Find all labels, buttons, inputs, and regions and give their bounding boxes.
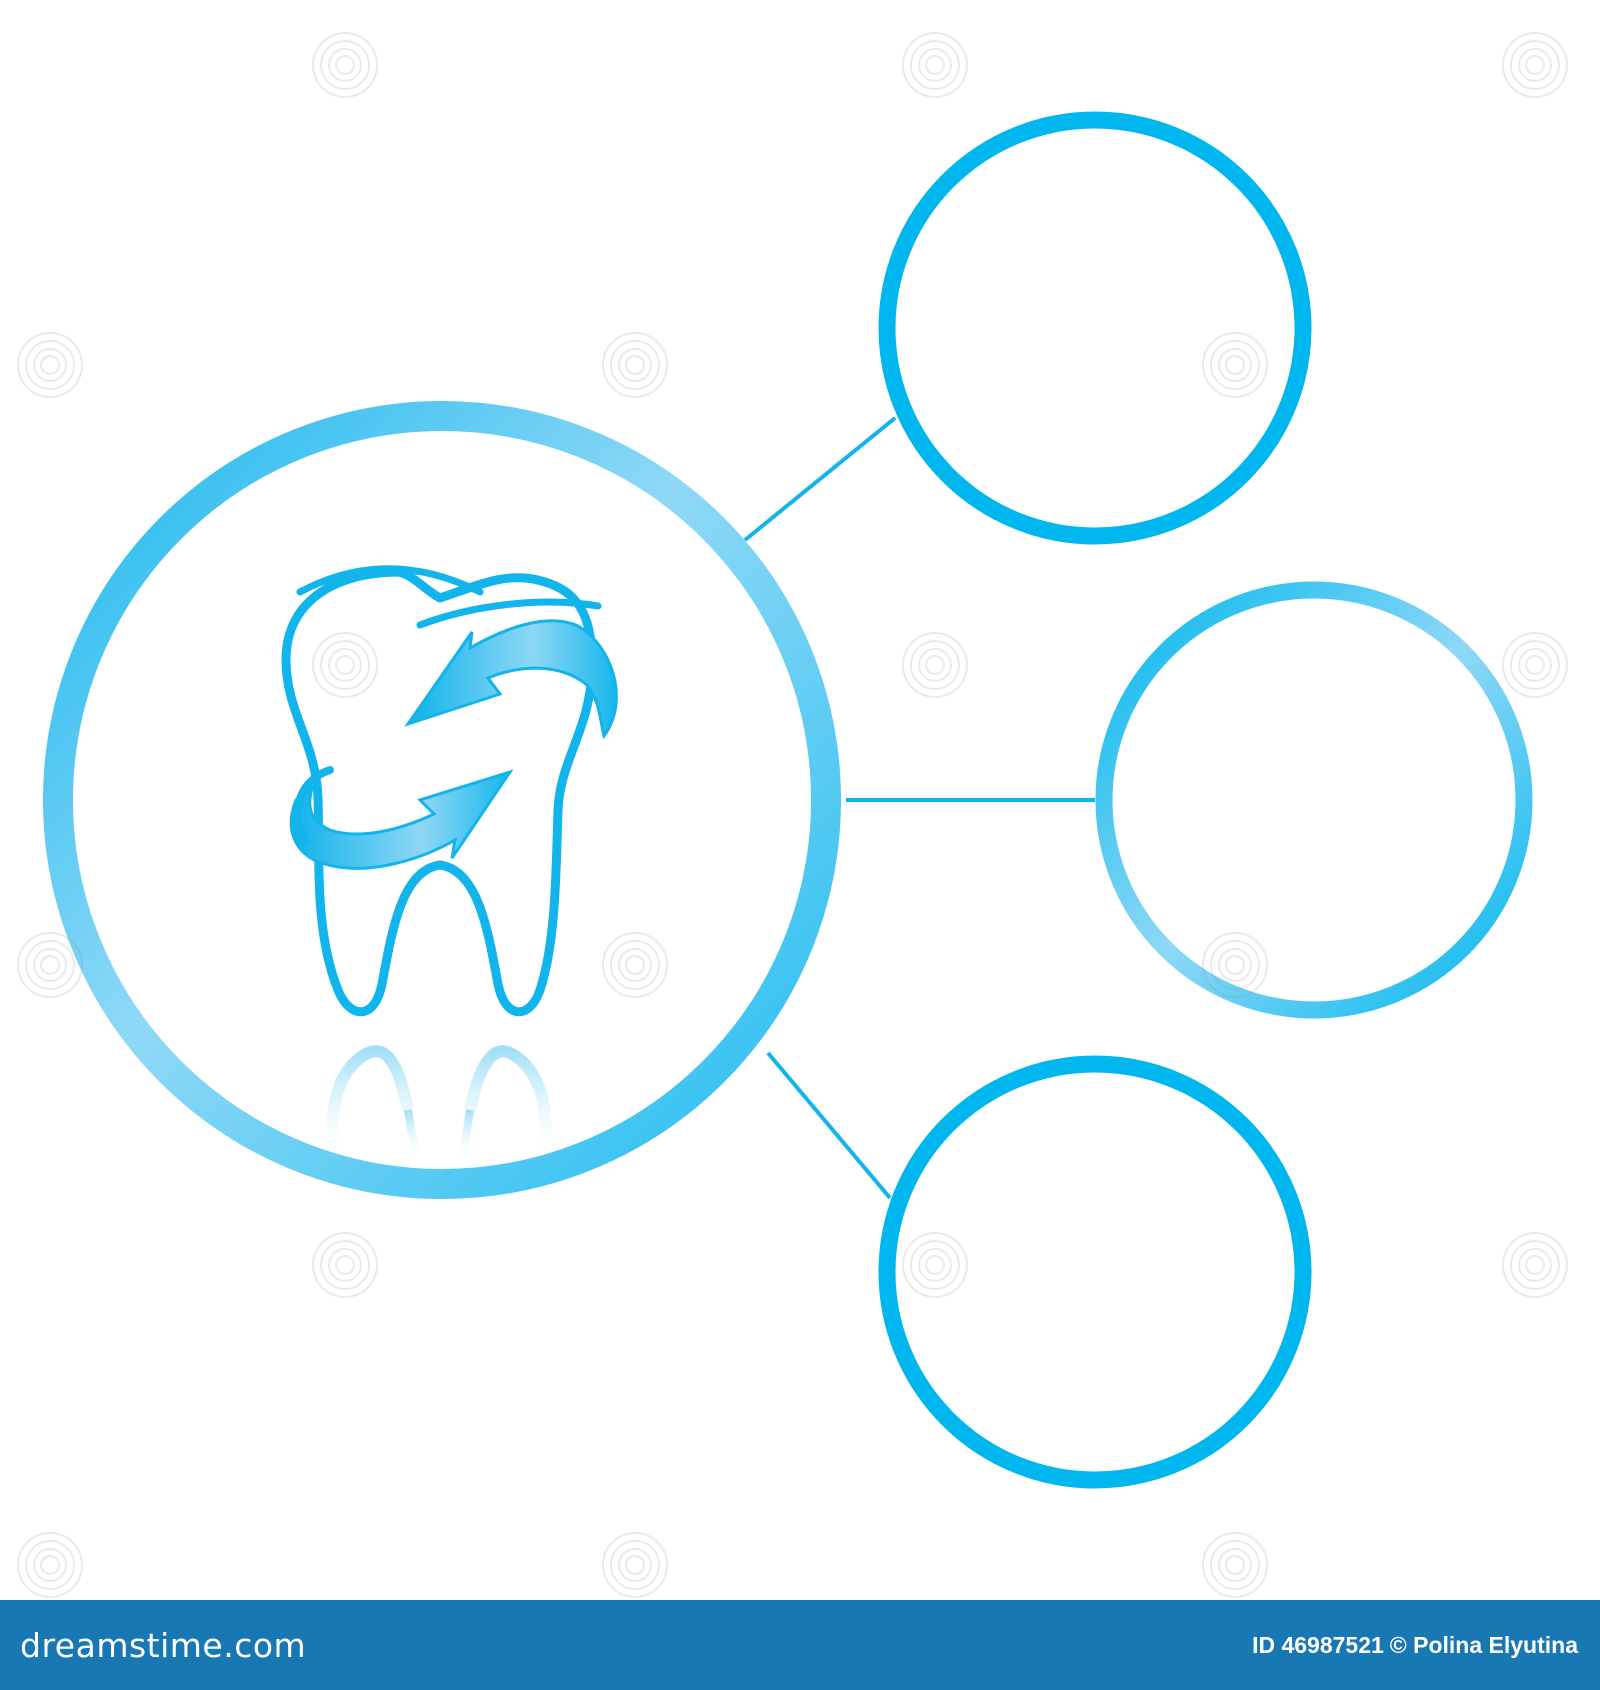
satellite-circle-top [878, 111, 1312, 545]
hub-diagram [43, 111, 1533, 1489]
tooth-icon [281, 565, 618, 1017]
footer-credit: ID 46987521 © Polina Elyutina [1252, 1632, 1578, 1659]
connector-line-bottom [766, 1051, 892, 1200]
image-id-label: ID 46987521 [1252, 1631, 1384, 1658]
connector-line-top [743, 416, 897, 542]
author-credit: © Polina Elyutina [1389, 1631, 1578, 1658]
satellite-circle-bottom [878, 1055, 1312, 1489]
tooth-reflection [326, 1045, 552, 1164]
satellite-circle-middle [1095, 581, 1533, 1019]
footer-bar: dreamstime.com ID 46987521 © Polina Elyu… [0, 1600, 1600, 1690]
footer-logo-text: dreamstime.com [20, 1625, 307, 1665]
